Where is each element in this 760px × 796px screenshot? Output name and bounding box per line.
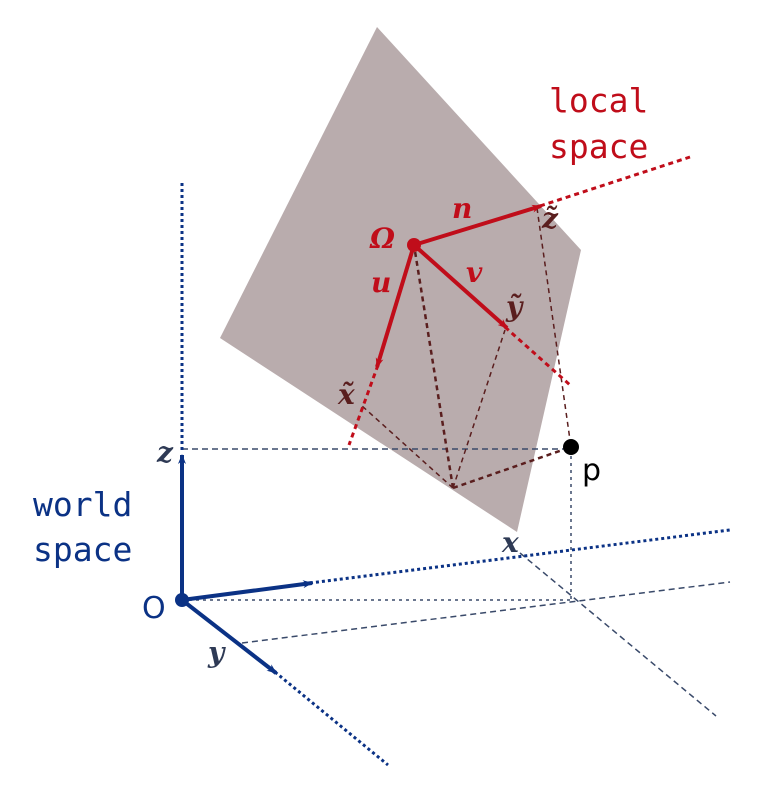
v-axis-extension [504,325,571,387]
y-tilde-label: ỹ [505,290,524,323]
x-axis-arrow [181,580,313,602]
proj-to-p [452,445,572,490]
n-label: n [452,192,472,225]
omega-label: Ω [369,222,395,255]
x-tilde-label: x̃ [337,378,355,411]
y-label: y [207,636,226,669]
proj-to-x-tilde [360,404,454,489]
local-space-label-2: space [549,127,648,166]
z-tilde-to-p [536,207,572,448]
world-origin-point [175,593,189,607]
origin-label: O [142,591,166,626]
local-plane [220,27,581,532]
point-p [563,439,579,455]
y-axis-arrow [180,598,278,675]
world-space-label-2: space [33,530,132,569]
y-axis-extension [274,670,389,767]
local-origin-point [407,238,421,252]
v-label: v [466,256,483,289]
x-axis-extension [309,528,731,585]
y-parallel-guide [241,581,731,644]
z-label: z [156,436,174,469]
z-tilde-label: z̃ [541,202,559,235]
p-label: p [582,453,601,488]
proj-to-y-tilde [452,329,506,489]
u-vector-arrow [375,244,416,368]
u-label: u [371,266,391,299]
local-space-label-1: local [549,81,648,120]
x-label: x [501,526,519,559]
x-parallel-guide [519,552,717,717]
n-vector-arrow [413,204,542,247]
world-space-label-1: world [33,485,132,524]
v-vector-arrow [412,243,509,330]
